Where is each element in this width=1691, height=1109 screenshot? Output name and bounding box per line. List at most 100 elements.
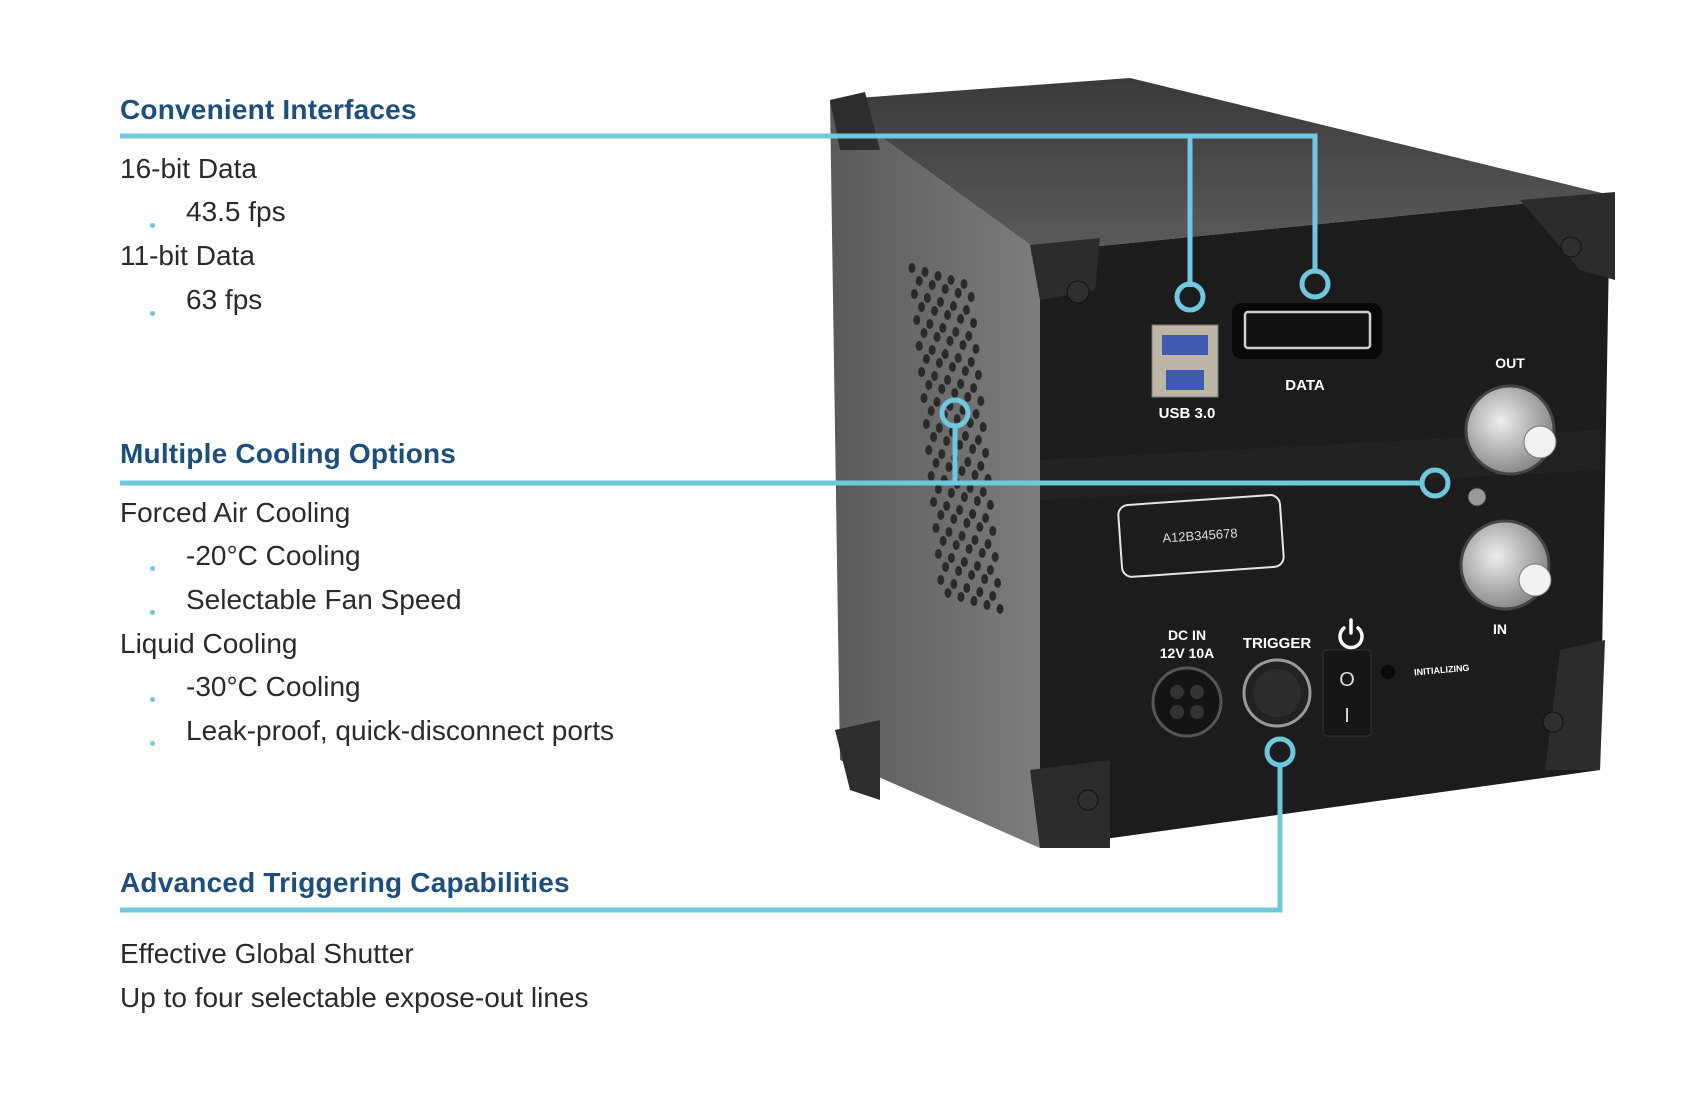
vent-hole: [958, 531, 966, 541]
vent-hole: [947, 553, 955, 563]
status-led: INITIALIZING: [1381, 663, 1470, 679]
data-port: DATA: [1232, 303, 1382, 394]
vent-hole: [936, 297, 944, 307]
vent-hole: [946, 401, 954, 411]
usb-port: USB 3.0: [1151, 324, 1219, 422]
vent-hole: [977, 461, 985, 471]
vent-hole: [915, 276, 923, 286]
vent-hole: [942, 562, 950, 572]
vent-hole: [940, 410, 948, 420]
coolant-out-fitting: OUT: [1464, 355, 1557, 476]
vent-hole: [963, 518, 971, 528]
vent-hole: [941, 349, 949, 359]
bullet-minus20-cooling: -20°C Cooling: [186, 540, 361, 571]
vent-hole: [979, 487, 987, 497]
vent-hole: [945, 527, 953, 537]
usb-label: USB 3.0: [1159, 405, 1216, 422]
vent-hole: [983, 600, 991, 610]
vent-hole: [961, 431, 969, 441]
vent-hole: [967, 357, 975, 367]
vent-hole: [928, 280, 936, 290]
vent-hole: [926, 319, 934, 329]
bullet-63-fps: 63 fps: [186, 284, 263, 315]
vent-hole: [932, 523, 940, 533]
vent-hole: [949, 301, 957, 311]
vent-hole: [991, 552, 999, 562]
vent-hole: [959, 405, 967, 415]
vent-hole: [946, 336, 954, 346]
power-icon: [1338, 618, 1364, 650]
vent-hole: [957, 314, 965, 324]
vent-hole: [984, 539, 992, 549]
vent-hole: [937, 510, 945, 520]
vent-hole: [989, 591, 997, 601]
coolant-in-fitting: IN: [1459, 519, 1552, 637]
vent-hole: [979, 422, 987, 432]
vent-hole: [986, 500, 994, 510]
vent-hole: [944, 588, 952, 598]
vent-hole: [940, 475, 948, 485]
vent-hole: [934, 484, 942, 494]
vent-hole: [981, 574, 989, 584]
vent-hole: [967, 292, 975, 302]
screw-icon: [1077, 789, 1099, 811]
dc-in-label: DC IN: [1168, 627, 1206, 643]
vent-hole: [976, 587, 984, 597]
vent-hole: [933, 332, 941, 342]
vent-hole: [933, 397, 941, 407]
vent-hole: [935, 423, 943, 433]
vent-hole: [982, 513, 990, 523]
vent-hole: [965, 331, 973, 341]
dc-in-rating: 12V 10A: [1160, 645, 1214, 661]
vent-hole: [971, 470, 979, 480]
vent-hole: [968, 570, 976, 580]
vent-hole: [951, 388, 959, 398]
trigger-port: TRIGGER: [1242, 635, 1312, 728]
vent-hole: [957, 592, 965, 602]
vent-hole: [973, 561, 981, 571]
item-effective-global-shutter: Effective Global Shutter: [120, 938, 414, 969]
vent-hole: [950, 514, 958, 524]
vent-hole: [970, 318, 978, 328]
screw-icon: [1560, 236, 1582, 258]
initializing-label: INITIALIZING: [1414, 663, 1470, 678]
vent-hole: [938, 449, 946, 459]
vent-hole: [970, 383, 978, 393]
vent-hole: [971, 535, 979, 545]
heading-multiple-cooling-options: Multiple Cooling Options: [120, 438, 457, 469]
vent-hole: [961, 366, 969, 376]
vent-hole: [966, 418, 974, 428]
vent-hole: [939, 323, 947, 333]
vent-hole: [978, 548, 986, 558]
vent-hole: [927, 471, 935, 481]
out-label: OUT: [1495, 355, 1525, 371]
vent-hole: [960, 492, 968, 502]
vent-hole: [951, 453, 959, 463]
vent-hole: [972, 409, 980, 419]
vent-hole: [931, 371, 939, 381]
vent-hole: [960, 557, 968, 567]
vent-hole: [947, 488, 955, 498]
item-expose-out-lines: Up to four selectable expose-out lines: [120, 982, 589, 1013]
vent-hole: [928, 345, 936, 355]
bullet-leak-proof-ports: Leak-proof, quick-disconnect ports: [186, 715, 614, 746]
vent-hole: [930, 497, 938, 507]
vent-hole: [934, 271, 942, 281]
vent-hole: [947, 275, 955, 285]
bullet-icon: [150, 311, 155, 316]
data-label: DATA: [1285, 377, 1325, 394]
vent-hole: [922, 354, 930, 364]
vent-hole: [962, 305, 970, 315]
device-side-panel: [830, 92, 1040, 848]
screw-icon: [1467, 487, 1487, 507]
vent-hole: [963, 583, 971, 593]
vent-hole: [984, 474, 992, 484]
vent-hole: [982, 448, 990, 458]
vent-hole: [986, 565, 994, 575]
vent-hole: [931, 306, 939, 316]
vent-hole: [925, 445, 933, 455]
vent-hole: [948, 362, 956, 372]
vent-hole: [921, 267, 929, 277]
switch-on-label: O: [1339, 669, 1355, 691]
